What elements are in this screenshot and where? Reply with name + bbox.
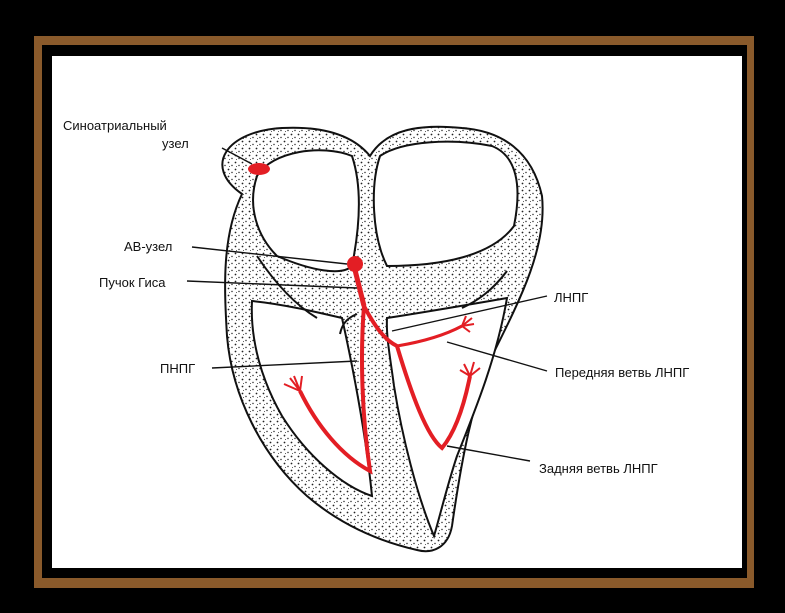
label-lbb: ЛНПГ (554, 290, 588, 305)
label-his-bundle: Пучок Гиса (99, 275, 165, 290)
av-node (347, 256, 363, 272)
diagram-panel: Синоатриальный узел АВ-узел Пучок Гиса Л… (52, 56, 742, 568)
label-sa-node-line1: Синоатриальный (63, 118, 167, 133)
label-rbb: ПНПГ (160, 361, 195, 376)
label-sa-node-line2: узел (162, 136, 189, 151)
label-av-node: АВ-узел (124, 239, 172, 254)
sa-node (248, 163, 270, 175)
label-lbb-posterior: Задняя ветвь ЛНПГ (539, 461, 658, 476)
label-lbb-anterior: Передняя ветвь ЛНПГ (555, 365, 689, 380)
